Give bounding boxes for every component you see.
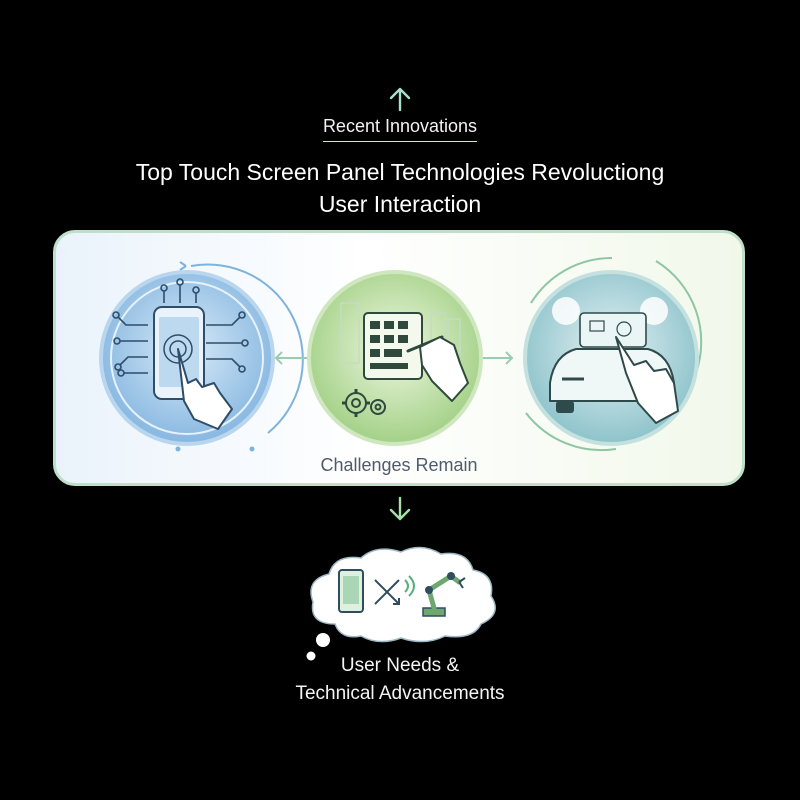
thought-cloud xyxy=(306,546,496,661)
up-arrow-icon xyxy=(389,87,411,112)
result-line-1: User Needs & xyxy=(340,655,460,676)
down-arrow-icon xyxy=(389,496,411,521)
car-dashboard-touch-icon xyxy=(523,270,699,446)
technology-diagram xyxy=(99,256,703,452)
phone-icon xyxy=(338,569,364,613)
result-line-2: Technical Advancements xyxy=(295,683,505,704)
robot-arm-icon xyxy=(422,572,466,617)
tablet-stylus-icon xyxy=(307,270,483,446)
innovations-panel: Challenges Remain xyxy=(53,230,745,486)
cross-arrows-icon xyxy=(374,579,400,605)
smartphone-touch-icon xyxy=(99,270,275,446)
title-line-1: Top Touch Screen Panel Technologies Revo… xyxy=(135,159,665,185)
title-line-2: User Interaction xyxy=(318,191,482,217)
overline-text: Recent Innovations xyxy=(322,116,478,142)
panel-caption: Challenges Remain xyxy=(320,455,478,475)
section-overline: Recent Innovations xyxy=(0,116,800,142)
signal-icon xyxy=(404,575,415,597)
page-title: Top Touch Screen Panel Technologies Revo… xyxy=(80,156,720,220)
